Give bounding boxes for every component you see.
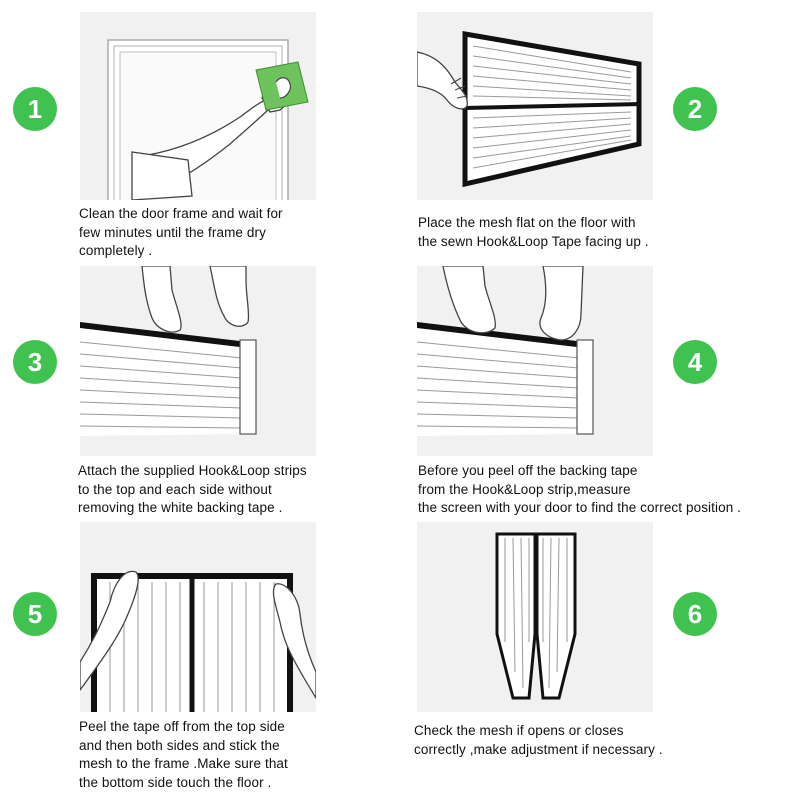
step-4-caption: Before you peel off the backing tape fro… — [418, 462, 741, 518]
step-2-caption-line: the sewn Hook&Loop Tape facing up . — [418, 233, 649, 249]
step-4-badge: 4 — [673, 340, 717, 384]
attach-strips-image — [80, 266, 257, 436]
step-2-caption-line: Place the mesh flat on the floor with — [418, 215, 636, 230]
stick-mesh-to-frame-image — [80, 570, 316, 712]
step-3-badge: 3 — [13, 340, 57, 384]
step-6-badge: 6 — [673, 592, 717, 636]
step-5-caption-line: the bottom side touch the floor . — [79, 774, 272, 790]
step-1-caption-line: Clean the door frame and wait for — [79, 206, 283, 221]
step-6-caption: Check the mesh if opens or closes correc… — [414, 722, 663, 759]
step-5-caption: Peel the tape off from the top side and … — [79, 718, 288, 792]
installed-mesh-door-image — [495, 532, 577, 700]
step-6-caption-line: correctly ,make adjustment if necessary … — [414, 741, 663, 757]
step-1-caption: Clean the door frame and wait for few mi… — [79, 205, 283, 261]
step-2-illustration — [417, 12, 653, 200]
step-5-caption-line: and then both sides and stick the — [79, 737, 280, 753]
step-5-badge: 5 — [13, 592, 57, 636]
step-5-caption-line: mesh to the frame .Make sure that — [79, 756, 288, 771]
step-1-badge: 1 — [13, 87, 57, 131]
step-1-illustration — [80, 12, 316, 200]
step-4-caption-line: Before you peel off the backing tape — [418, 463, 638, 478]
step-2-caption: Place the mesh flat on the floor with th… — [418, 214, 649, 251]
step-6-caption-line: Check the mesh if opens or closes — [414, 723, 624, 738]
step-3-caption-line: removing the white backing tape . — [78, 500, 283, 515]
peel-backing-tape-image — [417, 266, 594, 436]
step-4-illustration — [417, 266, 653, 456]
step-3-caption: Attach the supplied Hook&Loop strips to … — [78, 462, 307, 518]
step-3-caption-line: to the top and each side without — [78, 481, 272, 497]
step-4-caption-line: the screen with your door to find the co… — [418, 500, 742, 515]
step-6-illustration — [417, 522, 653, 712]
step-3-caption-line: Attach the supplied Hook&Loop strips — [78, 463, 307, 478]
step-3-illustration — [80, 266, 316, 456]
step-5-illustration — [80, 522, 316, 712]
step-1-caption-line: few minutes until the frame dry — [79, 224, 266, 240]
door-frame-wiping-image — [107, 39, 309, 200]
step-1-caption-line: completely . — [79, 243, 153, 258]
step-4-caption-line: from the Hook&Loop strip,measure — [418, 481, 631, 497]
step-2-badge: 2 — [673, 87, 717, 131]
mesh-flat-image — [417, 31, 642, 188]
step-5-caption-line: Peel the tape off from the top side — [79, 719, 285, 734]
